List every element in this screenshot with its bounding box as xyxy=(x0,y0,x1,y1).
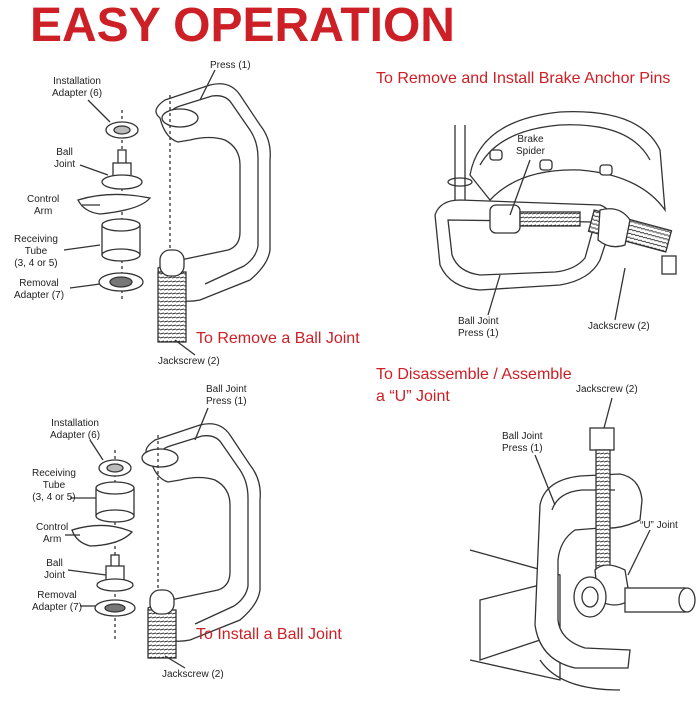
remove-ball-joint-illustration xyxy=(63,69,271,356)
label-line: Tube xyxy=(24,246,48,257)
label-receiving-tube: Receiving Tube (3, 4 or 5) xyxy=(32,468,76,504)
label-line: Control xyxy=(27,194,60,205)
u-joint xyxy=(624,587,686,613)
label-line: Joint xyxy=(54,159,76,170)
label-line: Ball Joint xyxy=(502,431,543,442)
brake-drum xyxy=(469,111,666,213)
label-line: Arm xyxy=(33,206,53,217)
label-u-joint: “U” Joint xyxy=(640,520,678,531)
caption-u-joint-line1: To Disassemble / Assemble xyxy=(376,366,572,383)
label-installation-adapter: Installation Adapter (6) xyxy=(50,418,100,442)
label-removal-adapter: Removal Adapter (7) xyxy=(14,278,64,302)
label-line: Control xyxy=(36,522,69,533)
label-line: Press (1) xyxy=(458,328,499,339)
jackscrew xyxy=(595,449,611,571)
label-brake-spider: Brake Spider xyxy=(516,134,545,158)
label-line: Ball xyxy=(46,558,63,569)
label-line: Receiving xyxy=(32,468,76,479)
label-line: Adapter (6) xyxy=(50,430,101,441)
label-line: (3, 4 or 5) xyxy=(14,258,58,269)
label-line: Press (1) xyxy=(502,443,543,454)
label-receiving-tube: Receiving Tube (3, 4 or 5) xyxy=(14,234,58,270)
label-press: Press (1) xyxy=(210,60,251,71)
label-line: Removal xyxy=(37,590,77,601)
caption-u-joint-line2: a “U” Joint xyxy=(376,388,450,405)
label-line: (3, 4 or 5) xyxy=(32,492,76,503)
label-jackscrew: Jackscrew (2) xyxy=(588,321,650,332)
label-line: Brake xyxy=(517,134,544,145)
label-line: Press (1) xyxy=(206,396,247,407)
install-ball-joint-illustration xyxy=(65,407,261,669)
label-line: Adapter (7) xyxy=(14,290,65,301)
label-removal-adapter: Removal Adapter (7) xyxy=(32,590,82,614)
label-ball-joint: Ball Joint xyxy=(44,558,65,582)
label-line: Installation xyxy=(51,418,99,429)
control-arm xyxy=(77,193,152,215)
caption-remove-ball-joint: To Remove a Ball Joint xyxy=(196,330,360,347)
label-line: Removal xyxy=(19,278,59,289)
label-line: Receiving xyxy=(14,234,58,245)
label-ball-joint-press: Ball Joint Press (1) xyxy=(206,384,247,408)
label-line: Adapter (6) xyxy=(52,88,103,99)
label-control-arm: Control Arm xyxy=(36,522,68,546)
label-line: Adapter (7) xyxy=(32,602,83,613)
caption-brake-anchor-pins: To Remove and Install Brake Anchor Pins xyxy=(376,70,671,87)
label-line: Ball Joint xyxy=(458,316,499,327)
control-arm xyxy=(71,524,134,547)
label-control-arm: Control Arm xyxy=(27,194,59,218)
label-jackscrew: Jackscrew (2) xyxy=(158,356,220,367)
label-line: Tube xyxy=(42,480,66,491)
jackscrew xyxy=(147,609,177,659)
label-installation-adapter: Installation Adapter (6) xyxy=(52,76,102,100)
label-jackscrew: Jackscrew (2) xyxy=(162,669,224,680)
jackscrew xyxy=(157,271,187,343)
u-joint-illustration xyxy=(469,397,696,691)
ball-joint-press-frame xyxy=(534,473,643,669)
headline: EASY OPERATION xyxy=(30,0,455,52)
label-ball-joint-press: Ball Joint Press (1) xyxy=(502,431,543,455)
caption-install-ball-joint: To Install a Ball Joint xyxy=(196,626,342,643)
label-line: Joint xyxy=(44,570,66,581)
label-line: Ball xyxy=(56,147,73,158)
label-ball-joint-press: Ball Joint Press (1) xyxy=(458,316,499,340)
label-jackscrew: Jackscrew (2) xyxy=(576,384,638,395)
label-line: Installation xyxy=(53,76,101,87)
ball-joint xyxy=(101,174,143,190)
ball-joint xyxy=(96,578,134,592)
label-line: Arm xyxy=(42,534,62,545)
brake-anchor-illustration xyxy=(434,111,677,321)
label-line: Spider xyxy=(516,146,545,157)
label-line: Ball Joint xyxy=(206,384,247,395)
label-ball-joint: Ball Joint xyxy=(54,147,75,171)
